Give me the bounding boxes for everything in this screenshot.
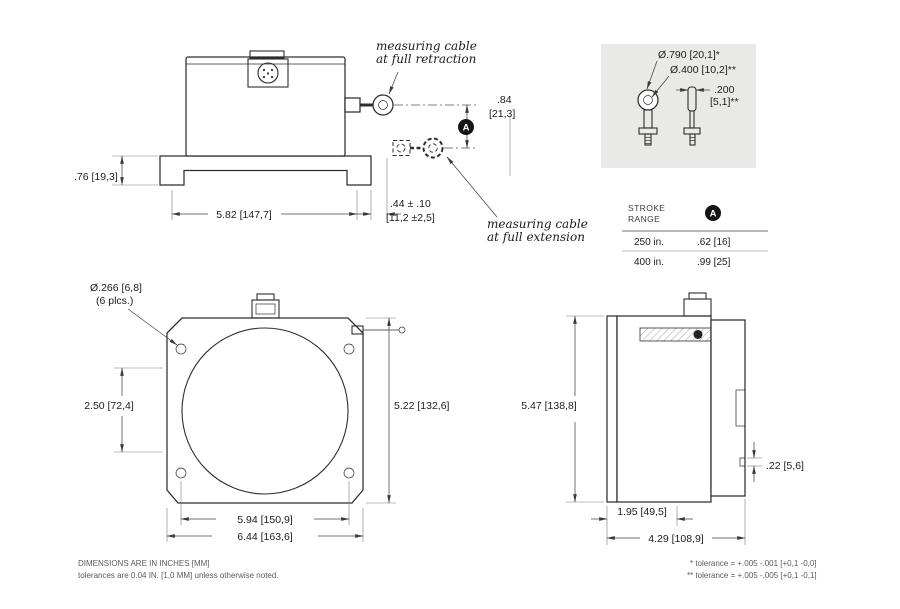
dim-200-mm: [5,1]**	[710, 96, 739, 108]
dim-holes-1: Ø.266 [6,8]	[90, 282, 142, 294]
dim-holes-2: (6 plcs.)	[96, 295, 133, 307]
dim-429: 4.29 [108,9]	[648, 533, 704, 545]
table-header-range: RANGE	[628, 214, 660, 224]
side-view-retracted: measuring cable at full retraction measu…	[74, 39, 588, 244]
dim-547: 5.47 [138,8]	[521, 400, 577, 412]
eyelet-retracted-inner	[378, 100, 388, 110]
connector-cap	[249, 50, 285, 59]
table-row2-range: 400 in.	[634, 257, 664, 268]
dim-250: 2.50 [72,4]	[84, 400, 134, 412]
leader-retraction	[388, 71, 399, 95]
dim-594: 5.94 [150,9]	[237, 514, 293, 526]
cable-extended-assembly	[392, 137, 444, 159]
detail-panel-background	[601, 44, 756, 168]
mounting-base	[159, 155, 372, 186]
profile-body	[616, 315, 712, 503]
profile-connector	[683, 298, 712, 317]
table-row1-range: 250 in.	[634, 237, 664, 248]
dim-76: .76 [19,3]	[74, 171, 118, 183]
front-plate	[166, 317, 364, 504]
front-view: Ø.266 [6,8] (6 plcs.) 2.50 [72,4] 5.22 […	[84, 282, 449, 543]
label-retraction-2: at full retraction	[376, 52, 476, 66]
eyelet-detail-panel: Ø.790 [20,1]* Ø.400 [10,2]** .200 [5,1]*…	[601, 44, 756, 168]
profile-step-notch	[739, 457, 745, 467]
connector-housing	[247, 58, 289, 88]
eyelet-retracted-outer	[372, 94, 394, 116]
dim-644: 6.44 [163,6]	[237, 531, 293, 543]
profile-bracket-hatch	[639, 327, 712, 342]
dim-84-mm: [21,3]	[489, 108, 515, 120]
leader-extension	[446, 156, 498, 218]
datum-a-letter: A	[463, 123, 470, 134]
footnote-units: DIMENSIONS ARE IN INCHES [MM]	[78, 559, 210, 568]
label-retraction-1: measuring cable	[376, 39, 477, 53]
label-extension-2: at full extension	[487, 230, 585, 244]
dim-22: .22 [5,6]	[766, 460, 804, 472]
dim-195: 1.95 [49,5]	[617, 506, 667, 518]
stroke-range-table: STROKE RANGE A 250 in. .62 [16] 400 in. …	[622, 203, 768, 268]
front-connector	[251, 299, 280, 319]
connector-pins	[262, 68, 274, 79]
mounting-holes	[175, 343, 355, 479]
connector-icon	[257, 62, 279, 84]
profile-cap	[710, 319, 746, 497]
label-extension-1: measuring cable	[487, 217, 588, 231]
dim-44-in: .44 ± .10	[390, 198, 431, 210]
side-profile-view: 5.47 [138,8] .22 [5,6] 1.95 [49,5] 4.29 …	[521, 292, 804, 545]
profile-flange	[606, 315, 618, 503]
table-row2-value: .99 [25]	[697, 257, 731, 268]
dim-522: 5.22 [132,6]	[394, 400, 450, 412]
cable-end-loop	[398, 326, 406, 334]
dim-790: Ø.790 [20,1]*	[658, 49, 720, 61]
front-connector-cap	[256, 293, 275, 301]
table-a-marker	[705, 205, 721, 221]
cable-boss	[344, 97, 361, 113]
table-a-letter: A	[710, 209, 717, 220]
dim-582: 5.82 [147,7]	[216, 209, 272, 221]
profile-connector-cap	[688, 292, 707, 300]
dim-400: Ø.400 [10,2]**	[670, 64, 736, 76]
dim-84-in: .84	[497, 94, 512, 106]
profile-bracket-hole	[693, 330, 703, 339]
eyelet-side-view	[683, 86, 701, 146]
table-header-stroke: STROKE	[628, 203, 665, 213]
profile-side-detail	[735, 389, 746, 427]
table-row1-value: .62 [16]	[697, 237, 731, 248]
footnote-tolerance-general: tolerances are 0.04 IN. [1,0 MM] unless …	[78, 571, 279, 580]
dim-44-mm: [11,2 ±2,5]	[386, 212, 435, 224]
footnote-tolerance-doublestar: ** tolerance = +.005 -.005 [+0,1 -0,1]	[687, 571, 817, 580]
dim-200-in: .200	[714, 84, 735, 96]
leader-790	[646, 60, 658, 90]
datum-a-marker	[458, 119, 474, 135]
footnote-tolerance-star: * tolerance = +.005 -.001 [+0,1 -0,0]	[690, 559, 817, 568]
transducer-body	[185, 56, 346, 157]
footnotes: DIMENSIONS ARE IN INCHES [MM] tolerances…	[78, 559, 817, 580]
drum-housing-circle	[181, 327, 349, 495]
leader-holes	[127, 308, 178, 346]
front-connector-inner	[255, 303, 276, 315]
leader-400	[651, 75, 670, 98]
